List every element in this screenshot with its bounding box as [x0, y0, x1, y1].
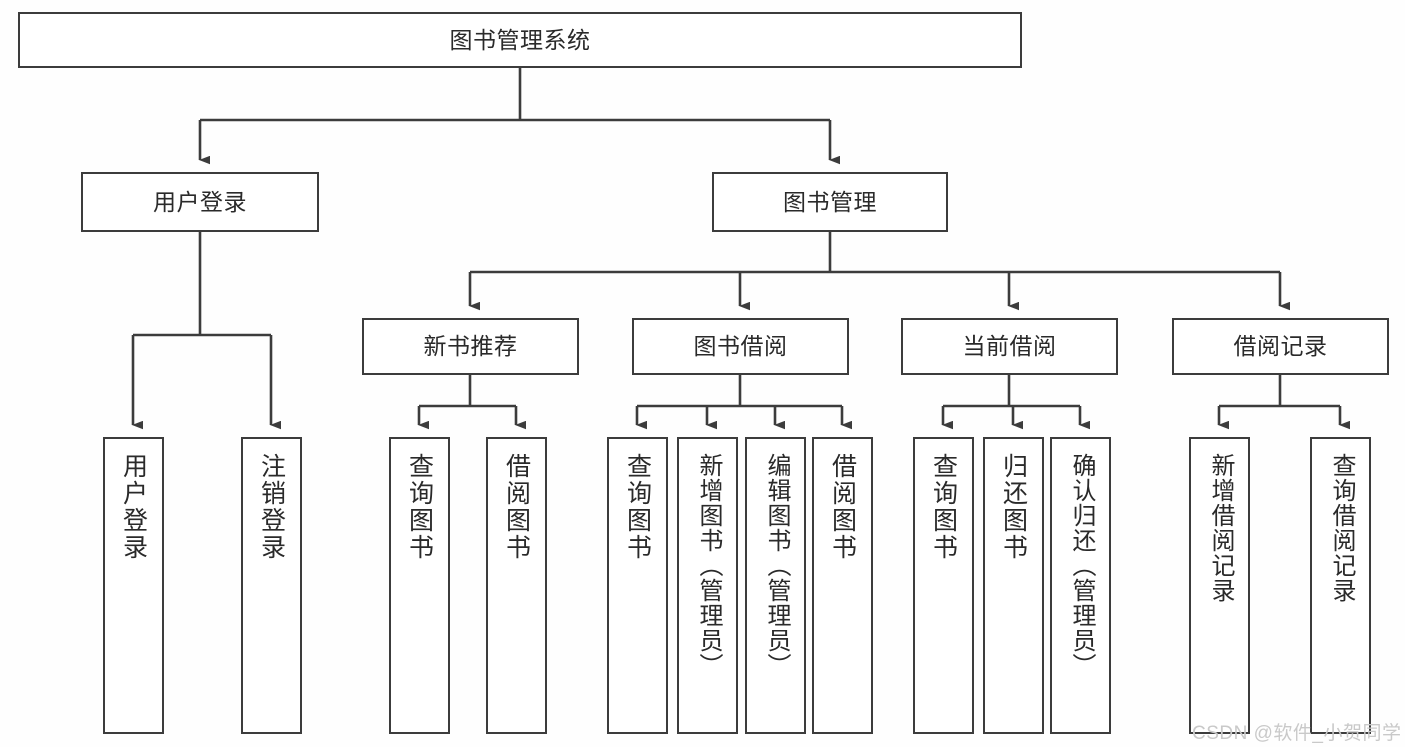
leaf-logout-label: 注销登录: [257, 453, 286, 561]
node-borrow-record-label: 借阅记录: [1233, 333, 1328, 360]
leaf-query-book-recommend[interactable]: 查询图书: [389, 437, 450, 734]
node-root-label: 图书管理系统: [449, 26, 591, 53]
watermark: CSDN @软件_小贺同学: [1192, 723, 1402, 744]
leaf-user-login-label: 用户登录: [119, 453, 148, 561]
leaf-query-book-recommend-label: 查询图书: [405, 453, 434, 561]
leaf-query-book-borrow-label: 查询图书: [623, 453, 652, 561]
node-user-login-label: 用户登录: [153, 188, 247, 215]
leaf-logout[interactable]: 注销登录: [241, 437, 302, 734]
leaf-borrow-book-recommend-label: 借阅图书: [502, 453, 531, 561]
leaf-query-book-borrow[interactable]: 查询图书: [607, 437, 668, 734]
node-borrow-record[interactable]: 借阅记录: [1172, 318, 1389, 375]
node-current-borrow-label: 当前借阅: [962, 333, 1057, 360]
leaf-confirm-return-admin[interactable]: 确认归还（管理员）: [1050, 437, 1111, 734]
node-new-book-recommend-label: 新书推荐: [423, 333, 518, 360]
leaf-query-book-current-label: 查询图书: [929, 453, 958, 561]
node-book-borrow-label: 图书借阅: [693, 333, 788, 360]
leaf-query-book-current[interactable]: 查询图书: [913, 437, 974, 734]
node-current-borrow[interactable]: 当前借阅: [901, 318, 1118, 375]
leaf-return-book[interactable]: 归还图书: [983, 437, 1044, 734]
leaf-edit-book-admin-label: 编辑图书（管理员）: [762, 453, 790, 678]
leaf-query-borrow-record[interactable]: 查询借阅记录: [1310, 437, 1371, 734]
leaf-return-book-label: 归还图书: [999, 453, 1028, 561]
node-book-management[interactable]: 图书管理: [712, 172, 948, 232]
node-new-book-recommend[interactable]: 新书推荐: [362, 318, 579, 375]
leaf-add-book-admin-label: 新增图书（管理员）: [694, 453, 722, 678]
node-user-login[interactable]: 用户登录: [81, 172, 319, 232]
node-root[interactable]: 图书管理系统: [18, 12, 1022, 68]
leaf-borrow-book[interactable]: 借阅图书: [812, 437, 873, 734]
node-book-borrow[interactable]: 图书借阅: [632, 318, 849, 375]
leaf-confirm-return-admin-label: 确认归还（管理员）: [1067, 453, 1095, 678]
leaf-add-book-admin[interactable]: 新增图书（管理员）: [677, 437, 738, 734]
node-book-management-label: 图书管理: [783, 188, 877, 215]
leaf-borrow-book-label: 借阅图书: [828, 453, 857, 561]
leaf-user-login[interactable]: 用户登录: [103, 437, 164, 734]
leaf-add-borrow-record-label: 新增借阅记录: [1206, 453, 1234, 603]
leaf-edit-book-admin[interactable]: 编辑图书（管理员）: [745, 437, 806, 734]
leaf-query-borrow-record-label: 查询借阅记录: [1327, 453, 1355, 603]
leaf-add-borrow-record[interactable]: 新增借阅记录: [1189, 437, 1250, 734]
leaf-borrow-book-recommend[interactable]: 借阅图书: [486, 437, 547, 734]
